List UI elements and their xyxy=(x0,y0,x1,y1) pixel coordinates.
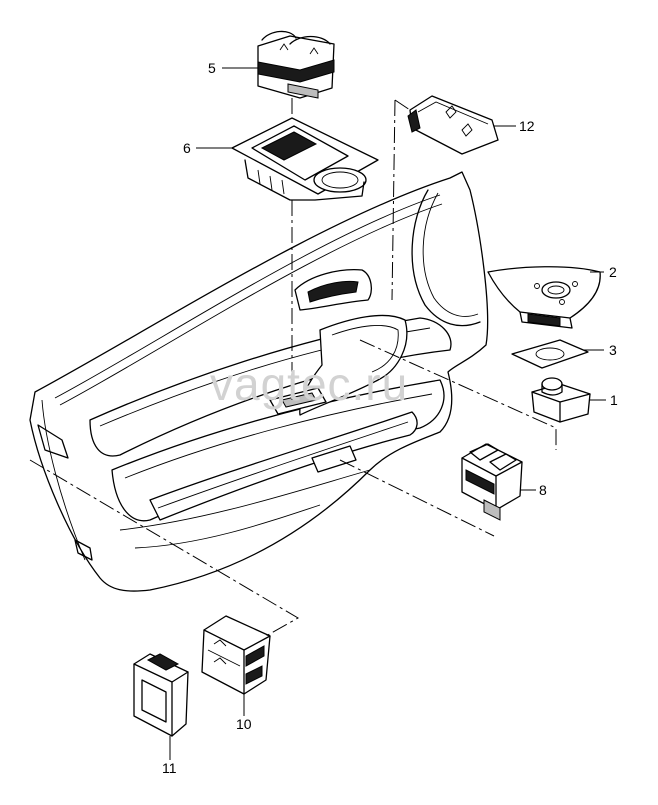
part-3-seal xyxy=(511,339,589,369)
label-part-8: 8 xyxy=(539,482,547,498)
part-6-switch-bezel xyxy=(231,117,379,201)
door-trim-panel xyxy=(29,171,489,592)
label-part-6: 6 xyxy=(183,140,191,156)
leader-lines xyxy=(169,67,606,760)
part-number-labels: 5 6 12 2 3 1 8 10 11 xyxy=(162,60,618,776)
label-part-11: 11 xyxy=(162,760,177,776)
part-2-mirror-bezel xyxy=(487,266,601,329)
label-part-3: 3 xyxy=(609,342,617,358)
assembly-lines xyxy=(29,98,557,637)
part-11-switch-frame xyxy=(133,653,189,737)
part-12-lock-switch xyxy=(407,95,499,155)
watermark-text: vagtec.ru xyxy=(210,358,408,410)
label-part-5: 5 xyxy=(208,60,216,76)
label-part-12: 12 xyxy=(519,118,535,134)
label-part-1: 1 xyxy=(610,392,618,408)
label-part-10: 10 xyxy=(236,716,252,732)
part-1-mirror-switch xyxy=(531,377,591,423)
part-10-switch-block xyxy=(201,615,271,695)
part-5-window-switch xyxy=(257,30,335,99)
label-part-2: 2 xyxy=(609,264,617,280)
part-8-window-switch xyxy=(461,443,523,521)
